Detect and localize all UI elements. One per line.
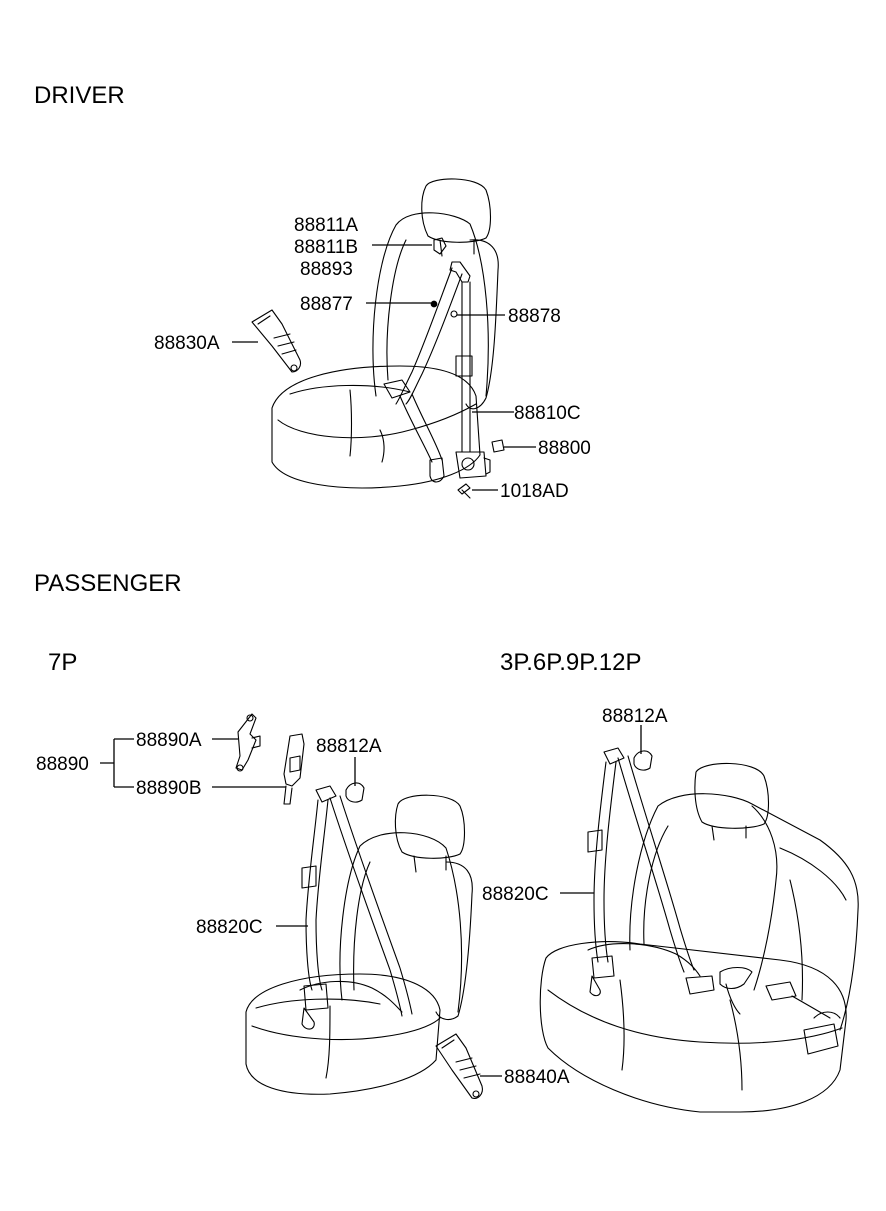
passenger-buckle-88840a xyxy=(435,1033,483,1099)
part-label-88890a: 88890A xyxy=(136,730,202,751)
part-label-88820c-7p: 88820C xyxy=(196,917,263,938)
anchor-88890b-drawing xyxy=(283,733,305,805)
variant-title-7p: 7P xyxy=(48,649,77,676)
part-label-88878: 88878 xyxy=(508,306,561,327)
part-label-88800: 88800 xyxy=(538,438,591,459)
passenger-7p-seat-drawing xyxy=(245,782,473,1095)
leader-88890-bracket xyxy=(100,738,134,788)
part-label-88840a: 88840A xyxy=(504,1067,570,1088)
part-label-1018ad: 1018AD xyxy=(500,481,569,502)
part-label-88812a-7p: 88812A xyxy=(316,736,382,757)
anchor-88890a-drawing xyxy=(235,713,261,772)
part-label-88890: 88890 xyxy=(36,754,89,775)
part-label-88890b: 88890B xyxy=(136,778,202,799)
part-label-88830a: 88830A xyxy=(154,333,220,354)
part-label-88893: 88893 xyxy=(300,259,353,280)
part-label-88820c-other: 88820C xyxy=(482,884,549,905)
part-label-88877: 88877 xyxy=(300,294,353,315)
driver-seat-drawing xyxy=(271,178,505,499)
passenger-bench-seat-drawing xyxy=(539,747,859,1113)
section-title-driver: DRIVER xyxy=(34,82,125,109)
driver-buckle-88830a xyxy=(251,309,302,373)
part-label-88810c: 88810C xyxy=(514,403,581,424)
part-label-88812a-other: 88812A xyxy=(602,706,668,727)
section-title-passenger: PASSENGER xyxy=(34,570,182,597)
variant-title-3p-6p-9p-12p: 3P.6P.9P.12P xyxy=(500,649,642,676)
part-label-88811b: 88811B xyxy=(294,237,358,258)
part-label-88811a: 88811A xyxy=(294,215,358,236)
